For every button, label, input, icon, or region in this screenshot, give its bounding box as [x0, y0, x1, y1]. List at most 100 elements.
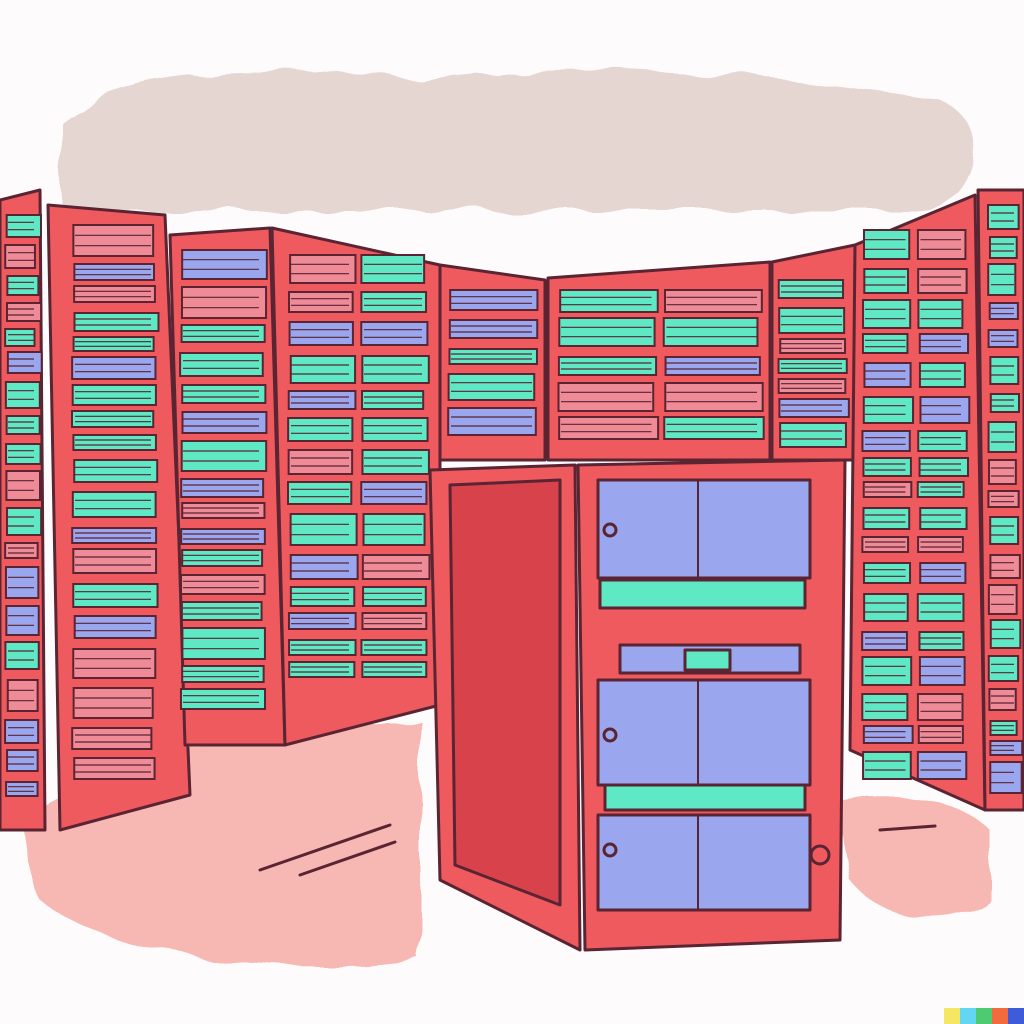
- rack-slot: [916, 751, 968, 780]
- rack-slot: [779, 338, 847, 354]
- rack-slot: [861, 430, 911, 452]
- rack-slot: [288, 661, 356, 678]
- rack-slot: [361, 417, 429, 442]
- rack-slot: [4, 566, 40, 599]
- rack-slot: [988, 688, 1017, 711]
- rack-slot: [6, 351, 43, 374]
- rack-slot: [361, 449, 430, 475]
- rack-slot: [989, 356, 1020, 385]
- rack-slot: [73, 285, 156, 303]
- rack-slot: [71, 491, 157, 518]
- rack-slot: [861, 656, 913, 686]
- rack-slot: [361, 554, 431, 580]
- rack-slot: [72, 336, 155, 352]
- watermark-color-bar: [944, 1008, 1024, 1024]
- rack-slot: [862, 229, 911, 260]
- rack-slot: [988, 236, 1018, 259]
- rack-slot: [447, 407, 537, 436]
- rack-slot: [778, 398, 850, 418]
- rack-slot: [987, 490, 1020, 508]
- rack-slot: [4, 244, 36, 269]
- rack-slot: [71, 527, 158, 544]
- rack-slot: [181, 249, 268, 280]
- rack-slot: [362, 586, 427, 607]
- rack-slot: [287, 417, 354, 442]
- rack-slot: [181, 384, 267, 404]
- rack-slot: [918, 457, 970, 477]
- floor-hatching: [258, 823, 937, 877]
- rack-slot: [4, 641, 40, 670]
- rack-slot: [5, 470, 41, 501]
- rack-slot: [919, 562, 967, 584]
- rack-slot: [862, 396, 915, 424]
- rack-slot: [287, 481, 353, 505]
- watermark-swatch: [976, 1008, 992, 1024]
- rack-slot: [663, 416, 765, 440]
- rack-slot: [778, 307, 846, 334]
- rack-slot: [181, 502, 266, 519]
- rack-slot: [988, 302, 1019, 320]
- rack-slot: [917, 725, 964, 744]
- rack-slot: [862, 507, 911, 530]
- rack-slot: [72, 434, 157, 451]
- foreground-cabinet: [428, 458, 847, 952]
- rack-slot: [6, 302, 43, 322]
- rack-slot: [72, 224, 155, 257]
- rack-slot: [862, 481, 913, 498]
- rack-slot: [181, 549, 264, 567]
- rack-slot: [288, 639, 357, 656]
- rack-slot: [181, 665, 265, 683]
- rack-slot: [180, 601, 263, 621]
- rack-slot: [917, 268, 968, 294]
- rack-slot: [5, 507, 43, 536]
- rack-slot: [288, 291, 354, 313]
- rack-slot: [862, 457, 912, 477]
- rack-slot: [989, 393, 1020, 413]
- rack-slot: [917, 430, 968, 452]
- rack-slot: [777, 358, 848, 374]
- rack-slot: [988, 459, 1017, 485]
- rack-slot: [72, 548, 158, 574]
- rack-slot: [71, 384, 157, 406]
- rack-slot: [361, 661, 428, 678]
- rack-slot: [73, 312, 160, 332]
- rack-slot: [919, 396, 971, 424]
- watermark-swatch: [960, 1008, 976, 1024]
- rack-slot: [557, 382, 655, 412]
- rack-slot: [919, 507, 968, 530]
- rack-slot: [558, 317, 656, 347]
- rack-slot: [916, 229, 967, 260]
- watermark-swatch: [944, 1008, 960, 1024]
- rack-slot: [918, 656, 966, 686]
- rack-slot: [861, 333, 909, 354]
- rack-slot: [180, 478, 265, 498]
- rack-slot: [73, 263, 156, 281]
- rack-slot: [777, 378, 847, 394]
- rack-slot: [863, 362, 912, 388]
- rack-slot: [179, 688, 267, 710]
- rack-slot: [360, 291, 428, 313]
- rack-slot: [916, 593, 965, 622]
- rack-slot: [779, 422, 847, 448]
- rack-slot: [448, 348, 538, 365]
- rack-slot: [360, 639, 428, 656]
- rack-slot: [289, 586, 356, 607]
- rack-slot: [4, 719, 40, 744]
- rack-slot: [5, 605, 40, 636]
- rack-slot: [362, 513, 426, 546]
- rack-slot: [987, 204, 1020, 230]
- rack-slot: [917, 299, 964, 329]
- rack-slot: [6, 679, 39, 712]
- rack-slot: [447, 373, 536, 401]
- rack-slot: [4, 328, 36, 347]
- rack-slot: [181, 411, 268, 434]
- rack-slot: [662, 317, 759, 347]
- rack-slot: [73, 615, 157, 639]
- rack-slot: [664, 382, 764, 412]
- rack-slot: [861, 536, 910, 553]
- rack-slot: [987, 655, 1020, 682]
- rack-slot: [180, 324, 266, 343]
- rack-slot: [360, 254, 426, 284]
- rack-slot: [71, 410, 155, 428]
